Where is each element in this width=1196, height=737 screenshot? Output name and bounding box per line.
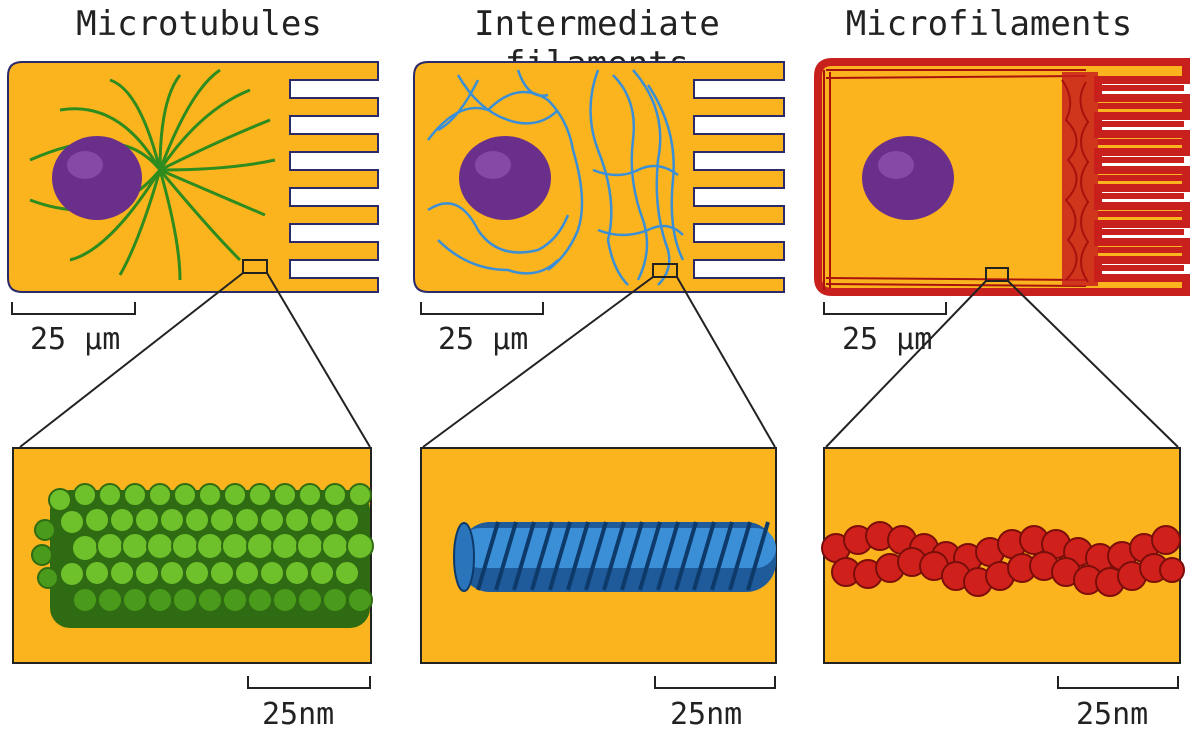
panel-intermediate-filaments: Intermediate filaments [398,0,796,737]
zoom-scale-label: 25nm [262,697,335,732]
zoom-scale-bar [654,676,776,689]
zoom-marker [985,267,1009,282]
nucleus [459,136,551,220]
intermediate-filament-network [427,69,685,286]
zoom-scale-bar [247,676,371,689]
nucleus [862,136,954,220]
zoom-marker [242,259,268,274]
microtubule-illustration [7,61,379,689]
intermediate-filament-illustration [413,61,785,689]
cell-scale-bar [420,302,544,315]
panel-title: Microtubules [76,4,322,44]
microtubule-detail [31,483,374,628]
panel-microfilaments: Microfilaments 25 µm 25nm [796,0,1194,737]
microfilament-illustration [814,58,1190,689]
microfilament-detail [821,521,1185,597]
cell-scale-label: 25 µm [842,322,933,357]
zoom-scale-label: 25nm [1076,697,1149,732]
zoom-scale-bar [1057,676,1179,689]
panel-title: Microfilaments [845,4,1133,44]
cell-body [7,61,379,293]
microtubule-network [29,68,276,281]
panel-microtubules: Microtubules [0,0,398,737]
zoom-marker [652,263,678,278]
cell-scale-label: 25 µm [438,322,529,357]
intermediate-filament-detail [453,521,776,592]
cell-scale-label: 25 µm [30,322,121,357]
cell-scale-bar [11,302,136,315]
zoom-scale-label: 25nm [670,697,743,732]
microfilament-cortex [823,69,1184,290]
cell-scale-bar [823,302,947,315]
nucleus [52,136,142,220]
